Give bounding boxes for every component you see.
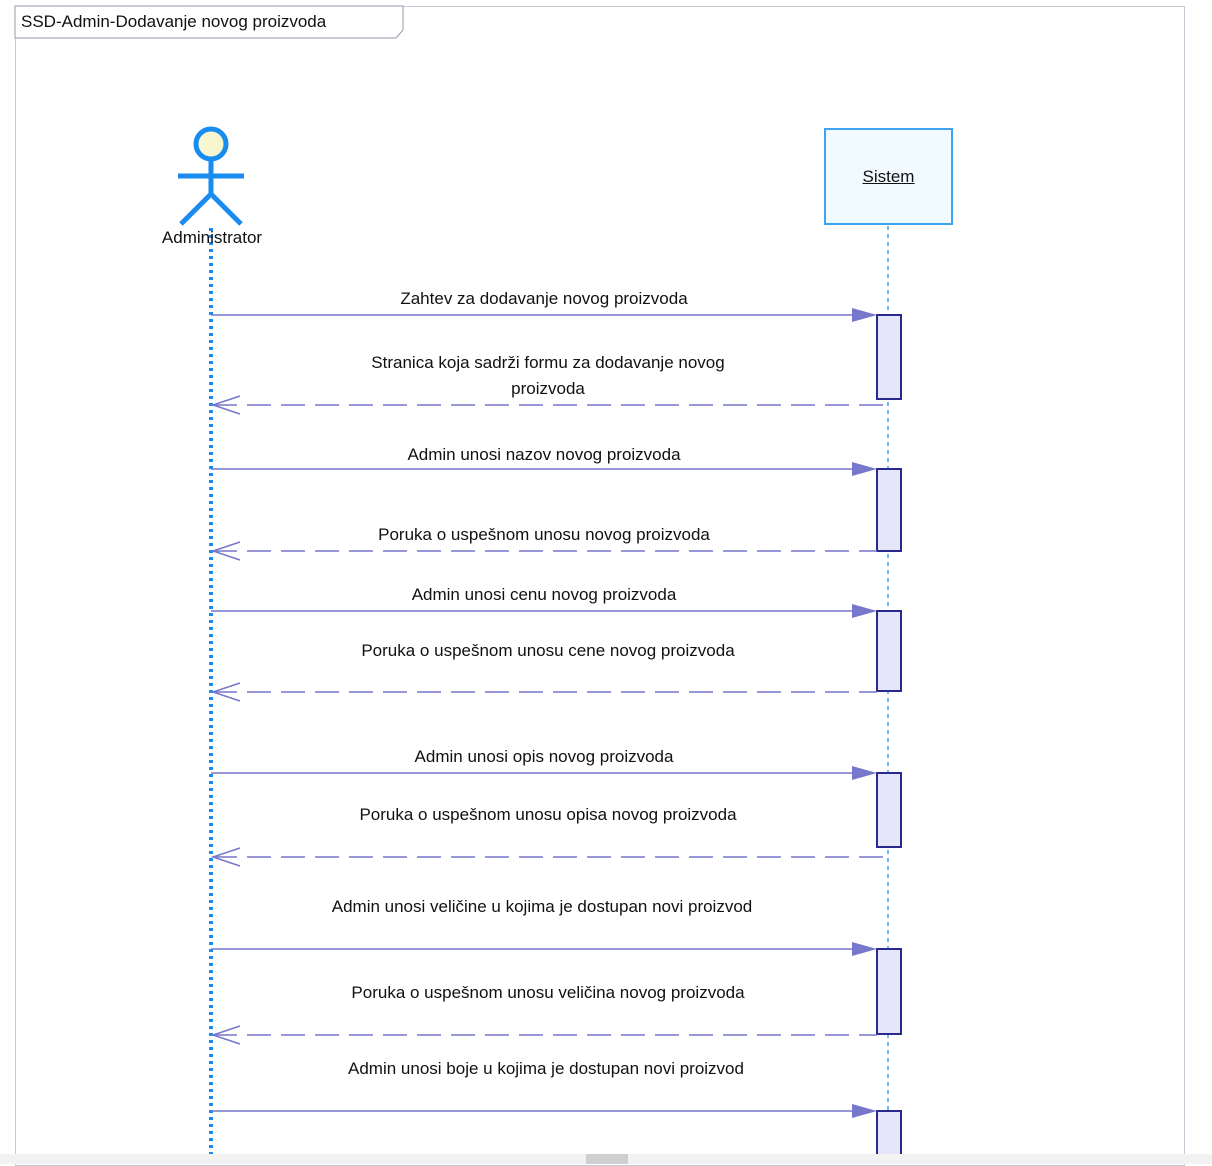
return-arrow-4 xyxy=(210,541,877,561)
message-arrow-9 xyxy=(211,942,877,956)
message-label-9: Admin unosi veličine u kojima je dostupa… xyxy=(326,894,758,920)
message-arrow-1 xyxy=(211,308,877,322)
return-arrow-6 xyxy=(210,682,877,702)
message-label-4: Poruka o uspešnom unosu novog proizvoda xyxy=(312,522,776,548)
frame-title-tab xyxy=(14,5,404,39)
message-label-5: Admin unosi cenu novog proizvoda xyxy=(312,582,776,608)
activation-bar xyxy=(876,948,902,1035)
message-arrow-3 xyxy=(211,462,877,476)
return-arrow-8 xyxy=(210,847,888,867)
activation-bar xyxy=(876,314,902,400)
return-arrow-10 xyxy=(210,1025,877,1045)
message-arrow-7 xyxy=(211,766,877,780)
actor-label: Administrator xyxy=(161,228,263,247)
return-arrow-2 xyxy=(210,395,888,415)
lifeline-label: Sistem xyxy=(862,166,915,186)
message-label-7: Admin unosi opis novog proizvoda xyxy=(312,744,776,770)
frame-title: SSD-Admin-Dodavanje novog proizvoda xyxy=(21,12,327,31)
message-label-6: Poruka o uspešnom unosu cene novog proiz… xyxy=(346,638,750,664)
activation-bar xyxy=(876,772,902,848)
lifeline-sistem: Sistem xyxy=(824,128,953,225)
message-label-3: Admin unosi nazov novog proizvoda xyxy=(312,442,776,468)
scrollbar-thumb[interactable] xyxy=(586,1154,628,1164)
message-label-10: Poruka o uspešnom unosu veličina novog p… xyxy=(336,980,760,1006)
message-label-8: Poruka o uspešnom unosu opisa novog proi… xyxy=(346,802,750,828)
activation-bar xyxy=(876,468,902,552)
activation-bar xyxy=(876,610,902,692)
message-label-1: Zahtev za dodavanje novog proizvoda xyxy=(312,286,776,312)
message-label-2: Stranica koja sadrži formu za dodavanje … xyxy=(340,350,756,402)
message-arrow-5 xyxy=(211,604,877,618)
actor-icon xyxy=(178,126,244,226)
message-arrow-11 xyxy=(211,1104,877,1118)
message-label-11: Admin unosi boje u kojima je dostupan no… xyxy=(326,1056,766,1082)
